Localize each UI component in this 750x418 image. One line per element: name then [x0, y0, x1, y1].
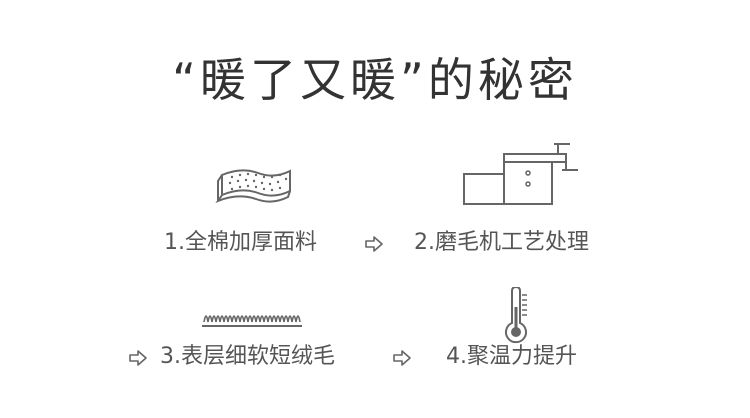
arrow-right-icon	[365, 236, 383, 252]
brushing-machine-icon	[463, 143, 578, 205]
page-title: “暖了又暖”的秘密	[172, 53, 578, 107]
fabric-icon	[215, 169, 291, 204]
arrow-right-icon	[393, 350, 411, 366]
step-4-label: 4.聚温力提升	[446, 344, 577, 369]
step-1-label: 1.全棉加厚面料	[164, 230, 317, 255]
thermometer-icon	[505, 287, 527, 344]
arrow-right-icon	[129, 350, 147, 366]
step-2-label: 2.磨毛机工艺处理	[414, 230, 589, 255]
short-fleece-icon	[202, 315, 302, 327]
step-3-label: 3.表层细软短绒毛	[160, 344, 335, 369]
